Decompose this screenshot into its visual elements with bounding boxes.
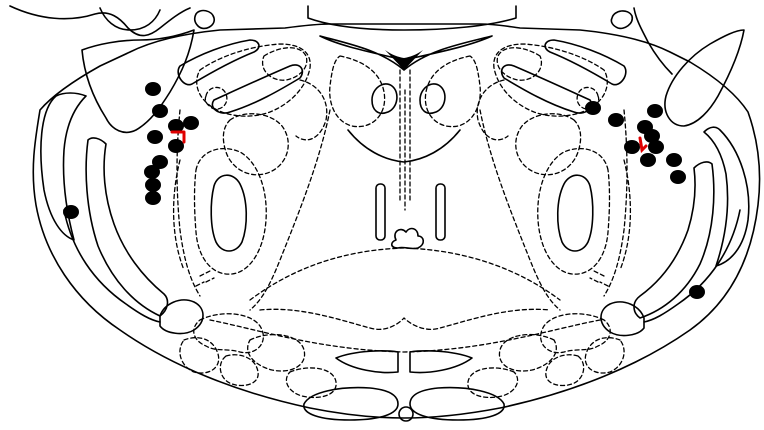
right-lower-capsule (601, 302, 644, 336)
central-ring-right (420, 84, 445, 113)
pyramid-left-upper (336, 351, 398, 373)
left-upper-dashed (197, 44, 310, 116)
dot-marker (145, 82, 161, 96)
right-dashed-column (604, 110, 627, 296)
right-scatter-dots (590, 270, 608, 286)
pontine-region (250, 248, 560, 300)
right-medial-boundary (480, 110, 560, 310)
left-medial-boundary (250, 110, 330, 310)
left-inner-oval-solid (211, 175, 246, 251)
left-lateral-band (41, 93, 86, 240)
left-cerebellar-peduncle (82, 30, 194, 132)
right-upper-band (502, 65, 592, 113)
right-inner-oval (538, 149, 610, 275)
dot-marker (689, 285, 705, 299)
right-cerebral-dash (477, 80, 508, 140)
dot-marker (168, 139, 184, 153)
midline-bulb (399, 407, 413, 421)
central-top-box (308, 6, 516, 30)
left-lateral-lower (64, 210, 160, 322)
pontine-band (210, 320, 600, 352)
central-slot-right (436, 184, 445, 240)
dot-marker (624, 140, 640, 154)
right-inner-oval-solid (558, 175, 593, 251)
top-left-lobe (10, 6, 190, 36)
dot-marker (670, 170, 686, 184)
right-dot-cluster (585, 101, 705, 299)
central-slot-left (376, 184, 385, 240)
top-left-lobe-inner (100, 8, 160, 30)
right-peduncle-dash (497, 48, 541, 80)
dot-marker (585, 101, 601, 115)
central-small-lobes (392, 229, 424, 249)
central-nucleus-right (425, 56, 480, 127)
left-dot-cluster (63, 82, 199, 219)
left-upper-band (212, 65, 302, 113)
left-bottom-lobes (194, 314, 264, 353)
left-dashed-ring (223, 114, 288, 175)
left-scatter-dots (196, 270, 214, 286)
dot-marker (666, 153, 682, 167)
dot-marker (608, 113, 624, 127)
left-inner-oval (195, 149, 267, 275)
left-dashed-column (177, 110, 200, 296)
left-bottom-lobe-4 (286, 368, 336, 398)
dot-marker (145, 178, 161, 192)
right-upper-band-2 (545, 40, 626, 85)
dot-marker (63, 205, 79, 219)
right-bottom-lobe-3 (585, 338, 624, 373)
section-outline (33, 24, 759, 418)
dot-marker (147, 130, 163, 144)
left-cerebral-dash (296, 80, 327, 140)
dot-marker (152, 104, 168, 118)
right-lateral-band (704, 127, 749, 266)
top-left-small-oval (195, 11, 215, 29)
dot-marker (647, 104, 663, 118)
left-peduncle-dash (263, 48, 307, 80)
right-red-mark (640, 138, 646, 150)
right-bottom-lobe-4 (468, 368, 518, 398)
right-cerebellar-peduncle (665, 30, 744, 126)
central-nucleus-left (330, 56, 385, 127)
pyramid-right-upper (410, 351, 472, 373)
pontine-lower (260, 309, 550, 329)
right-dashed-ring (516, 114, 581, 175)
top-right-small-oval (611, 11, 632, 28)
dot-marker (648, 140, 664, 154)
dot-marker (145, 191, 161, 205)
dot-marker (183, 116, 199, 130)
dot-marker (144, 165, 160, 179)
left-bottom-lobe-2 (248, 335, 305, 371)
dot-marker (640, 153, 656, 167)
central-arc (348, 130, 460, 162)
